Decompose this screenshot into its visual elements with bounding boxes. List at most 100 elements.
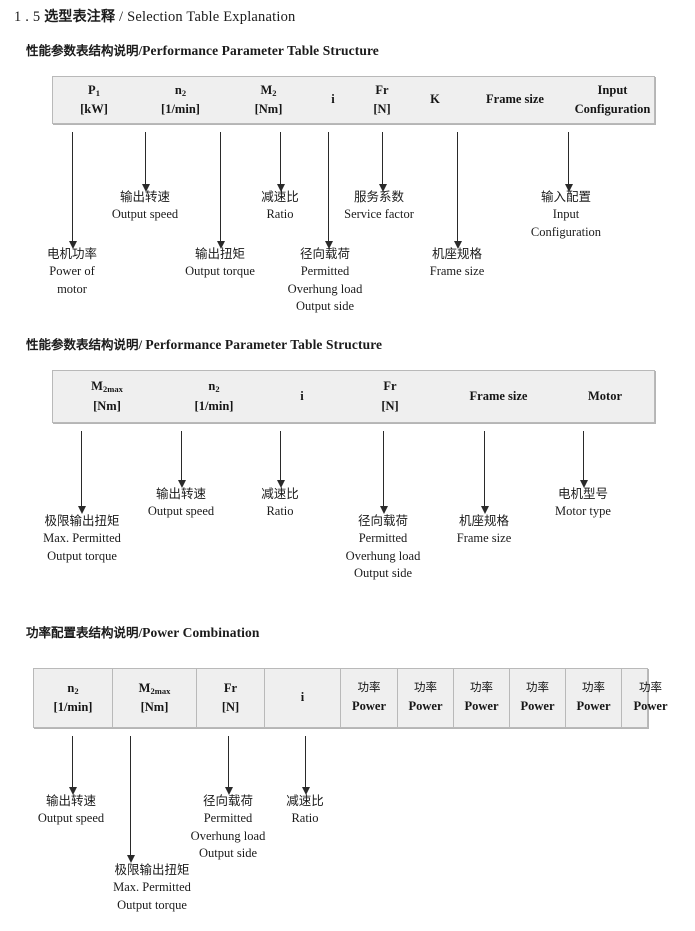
table1-col-m2: M2 [Nm] bbox=[226, 77, 311, 123]
table3-col-power-5-cn: 功率 bbox=[582, 680, 605, 695]
table3-col-i-symbol: i bbox=[300, 690, 305, 705]
table1-col-frame-size-label: Frame size bbox=[486, 92, 544, 107]
section-3-title-separator: / bbox=[138, 625, 143, 640]
page-title: 1 . 5 选型表注释 / Selection Table Explanatio… bbox=[14, 6, 296, 26]
note-output-speed-2: 输出转速 Output speed bbox=[148, 485, 214, 521]
table3-col-power-3-cn: 功率 bbox=[470, 680, 493, 695]
note-ratio-2-cn: 减速比 bbox=[261, 486, 299, 501]
note-max-permitted-torque-en-1: Max. Permitted bbox=[43, 530, 121, 545]
note-output-speed-3-en-1: Output speed bbox=[37, 810, 105, 825]
table3-col-power-6-cn: 功率 bbox=[639, 680, 662, 695]
table3-col-fr-symbol: Fr bbox=[223, 680, 238, 695]
table2-col-fr-unit: [N] bbox=[381, 398, 399, 413]
table1-col-input-label: Input bbox=[597, 82, 628, 97]
arrow-to-output-torque bbox=[216, 132, 225, 249]
note-input-configuration-cn: 输入配置 bbox=[540, 189, 592, 204]
note-overhung-load-2-en-1: Permitted bbox=[358, 530, 408, 545]
table1-col-fr-unit: [N] bbox=[373, 102, 391, 116]
table2-col-n2-unit: [1/min] bbox=[194, 398, 234, 413]
table2-col-motor: Motor bbox=[554, 371, 656, 422]
note-service-factor: 服务系数 Service factor bbox=[344, 188, 414, 224]
table2-col-frame-size-label: Frame size bbox=[469, 388, 528, 403]
table2-col-n2-symbol: n2 bbox=[208, 379, 220, 395]
note-overhung-load-2-cn: 径向载荷 bbox=[357, 513, 409, 528]
table3-col-power-2: 功率 Power bbox=[398, 669, 454, 727]
table3-col-power-4: 功率 Power bbox=[510, 669, 566, 727]
table2-col-n2: n2 [1/min] bbox=[161, 371, 267, 422]
table3-col-power-2-en: Power bbox=[408, 699, 443, 714]
power-combination-table: n2 [1/min] M2max [Nm] Fr [N] i 功率 Power … bbox=[33, 668, 668, 728]
table3-col-power-4-en: Power bbox=[520, 699, 555, 714]
note-overhung-load: 径向载荷 Permitted Overhung load Output side bbox=[288, 245, 363, 316]
note-power-of-motor: 电机功率 Power of motor bbox=[47, 245, 97, 298]
performance-parameter-table-2: M2max [Nm] n2 [1/min] i Fr [N] Frame siz… bbox=[52, 370, 655, 423]
note-output-speed-3: 输出转速 Output speed bbox=[38, 792, 104, 828]
section-1-title-separator: / bbox=[138, 43, 143, 58]
note-input-configuration-en-1: Input bbox=[552, 206, 580, 221]
note-overhung-load-en-2: Overhung load bbox=[287, 281, 363, 296]
table3-col-power-2-cn: 功率 bbox=[414, 680, 437, 695]
table1-col-p1-unit: [kW] bbox=[80, 102, 108, 116]
note-overhung-load-3: 径向载荷 Permitted Overhung load Output side bbox=[191, 792, 266, 863]
note-max-permitted-torque-cn: 极限输出扭矩 bbox=[44, 513, 120, 528]
note-power-of-motor-cn: 电机功率 bbox=[46, 246, 98, 261]
table1-col-k-symbol: K bbox=[430, 92, 440, 107]
section-1-title-english: Performance Parameter Table Structure bbox=[142, 43, 379, 58]
arrow-to-frame-size bbox=[453, 132, 462, 249]
note-overhung-load-2-en-2: Overhung load bbox=[345, 548, 421, 563]
arrow-to-max-permitted-torque-3 bbox=[126, 736, 135, 863]
table1-col-k: K bbox=[409, 77, 461, 123]
table1-col-i-symbol: i bbox=[331, 92, 335, 107]
table1-col-frame-size: Frame size bbox=[461, 77, 569, 123]
note-max-permitted-torque: 极限输出扭矩 Max. Permitted Output torque bbox=[43, 512, 121, 565]
arrow-to-input-configuration bbox=[564, 132, 573, 192]
table1-col-input-configuration: Input Configuration bbox=[569, 77, 656, 123]
note-overhung-load-3-en-2: Overhung load bbox=[190, 828, 266, 843]
arrow-to-overhung-load-3 bbox=[224, 736, 233, 795]
table2-col-i: i bbox=[267, 371, 337, 422]
table2-col-i-symbol: i bbox=[300, 388, 304, 403]
table1-col-p1: P1 [kW] bbox=[53, 77, 135, 123]
note-overhung-load-2: 径向载荷 Permitted Overhung load Output side bbox=[346, 512, 421, 583]
note-service-factor-en-1: Service factor bbox=[344, 206, 414, 221]
note-output-torque: 输出扭矩 Output torque bbox=[185, 245, 255, 281]
section-2-title-separator: / bbox=[138, 337, 143, 352]
table3-col-n2-unit: [1/min] bbox=[53, 700, 93, 714]
note-ratio-2: 减速比 Ratio bbox=[261, 485, 299, 521]
table1-col-n2: n2 [1/min] bbox=[135, 77, 226, 123]
arrow-to-output-speed-3 bbox=[68, 736, 77, 795]
arrow-to-output-speed-2 bbox=[177, 431, 186, 488]
note-overhung-load-3-en-3: Output side bbox=[199, 846, 257, 861]
note-output-speed-cn: 输出转速 bbox=[119, 189, 170, 204]
table2-col-m2max-unit: [Nm] bbox=[93, 398, 121, 413]
table2-col-fr: Fr [N] bbox=[337, 371, 443, 422]
arrow-to-ratio bbox=[276, 132, 285, 192]
arrow-to-service-factor bbox=[378, 132, 387, 192]
table3-col-m2max: M2max [Nm] bbox=[113, 669, 197, 727]
section-title-performance-2: 性能参数表结构说明/ Performance Parameter Table S… bbox=[26, 334, 382, 353]
note-overhung-load-en-1: Permitted bbox=[300, 263, 350, 278]
table3-col-power-6-en: Power bbox=[633, 699, 668, 714]
note-ratio-3-cn: 减速比 bbox=[286, 793, 324, 808]
table3-col-power-1-cn: 功率 bbox=[357, 680, 381, 695]
table2-col-m2max: M2max [Nm] bbox=[53, 371, 161, 422]
arrow-to-motor-type bbox=[579, 431, 588, 488]
note-ratio-2-en-1: Ratio bbox=[266, 503, 294, 518]
note-max-permitted-torque-en-2: Output torque bbox=[47, 548, 117, 563]
note-overhung-load-en-3: Output side bbox=[296, 299, 354, 314]
section-title-performance-1: 性能参数表结构说明/Performance Parameter Table St… bbox=[26, 40, 379, 59]
section-2-title-chinese: 性能参数表结构说明 bbox=[26, 337, 139, 352]
page-title-english: Selection Table Explanation bbox=[127, 9, 296, 25]
note-frame-size-2-en-1: Frame size bbox=[456, 530, 512, 545]
arrow-to-power-of-motor bbox=[68, 132, 77, 249]
table2-col-fr-symbol: Fr bbox=[383, 379, 397, 394]
arrow-to-ratio-3 bbox=[301, 736, 310, 795]
table1-col-p1-symbol: P1 bbox=[88, 82, 100, 98]
table3-col-power-5: 功率 Power bbox=[566, 669, 622, 727]
note-output-speed: 输出转速 Output speed bbox=[112, 188, 178, 224]
arrow-to-overhung-load bbox=[324, 132, 333, 249]
table1-col-fr-symbol: Fr bbox=[375, 82, 389, 97]
table3-col-m2max-symbol: M2max bbox=[138, 680, 171, 696]
note-overhung-load-3-en-1: Permitted bbox=[203, 810, 253, 825]
table3-col-power-1-en: Power bbox=[351, 699, 386, 714]
